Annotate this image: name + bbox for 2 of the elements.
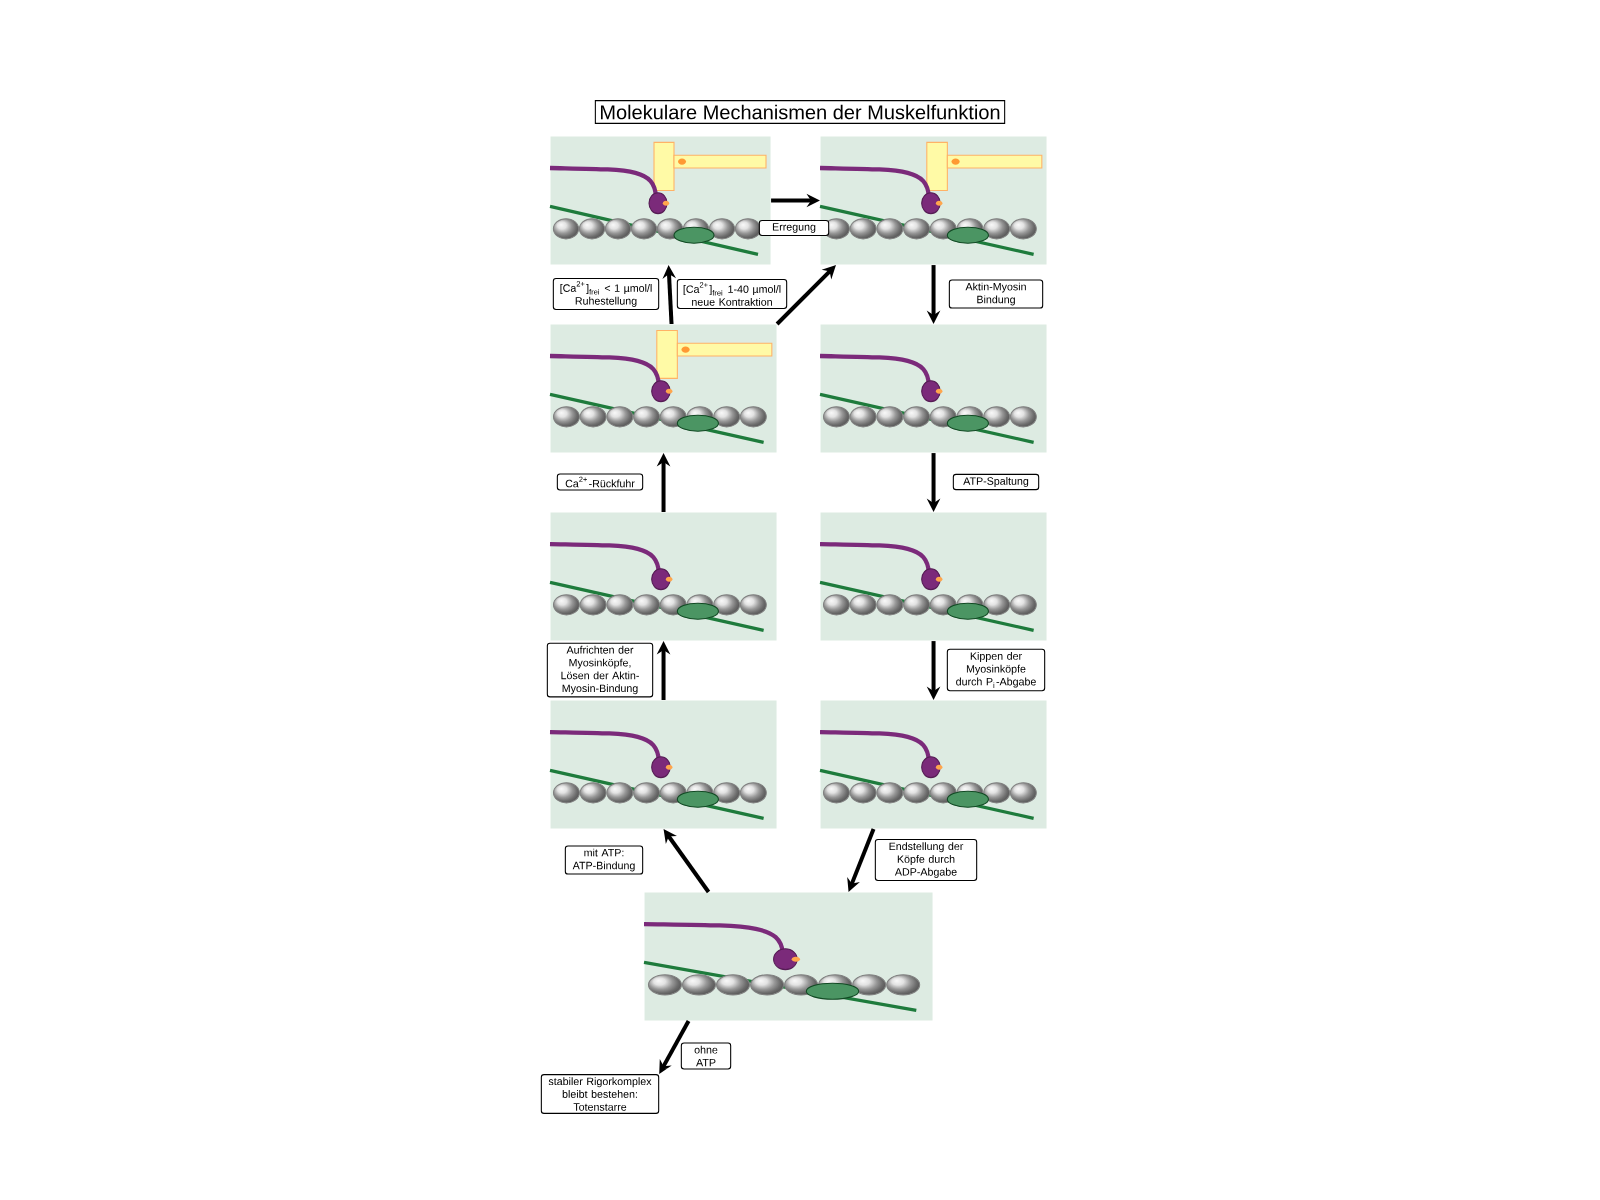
title-box: Molekulare Mechanismen der Muskelfunktion: [594, 100, 1006, 124]
arrow: [775, 265, 836, 326]
